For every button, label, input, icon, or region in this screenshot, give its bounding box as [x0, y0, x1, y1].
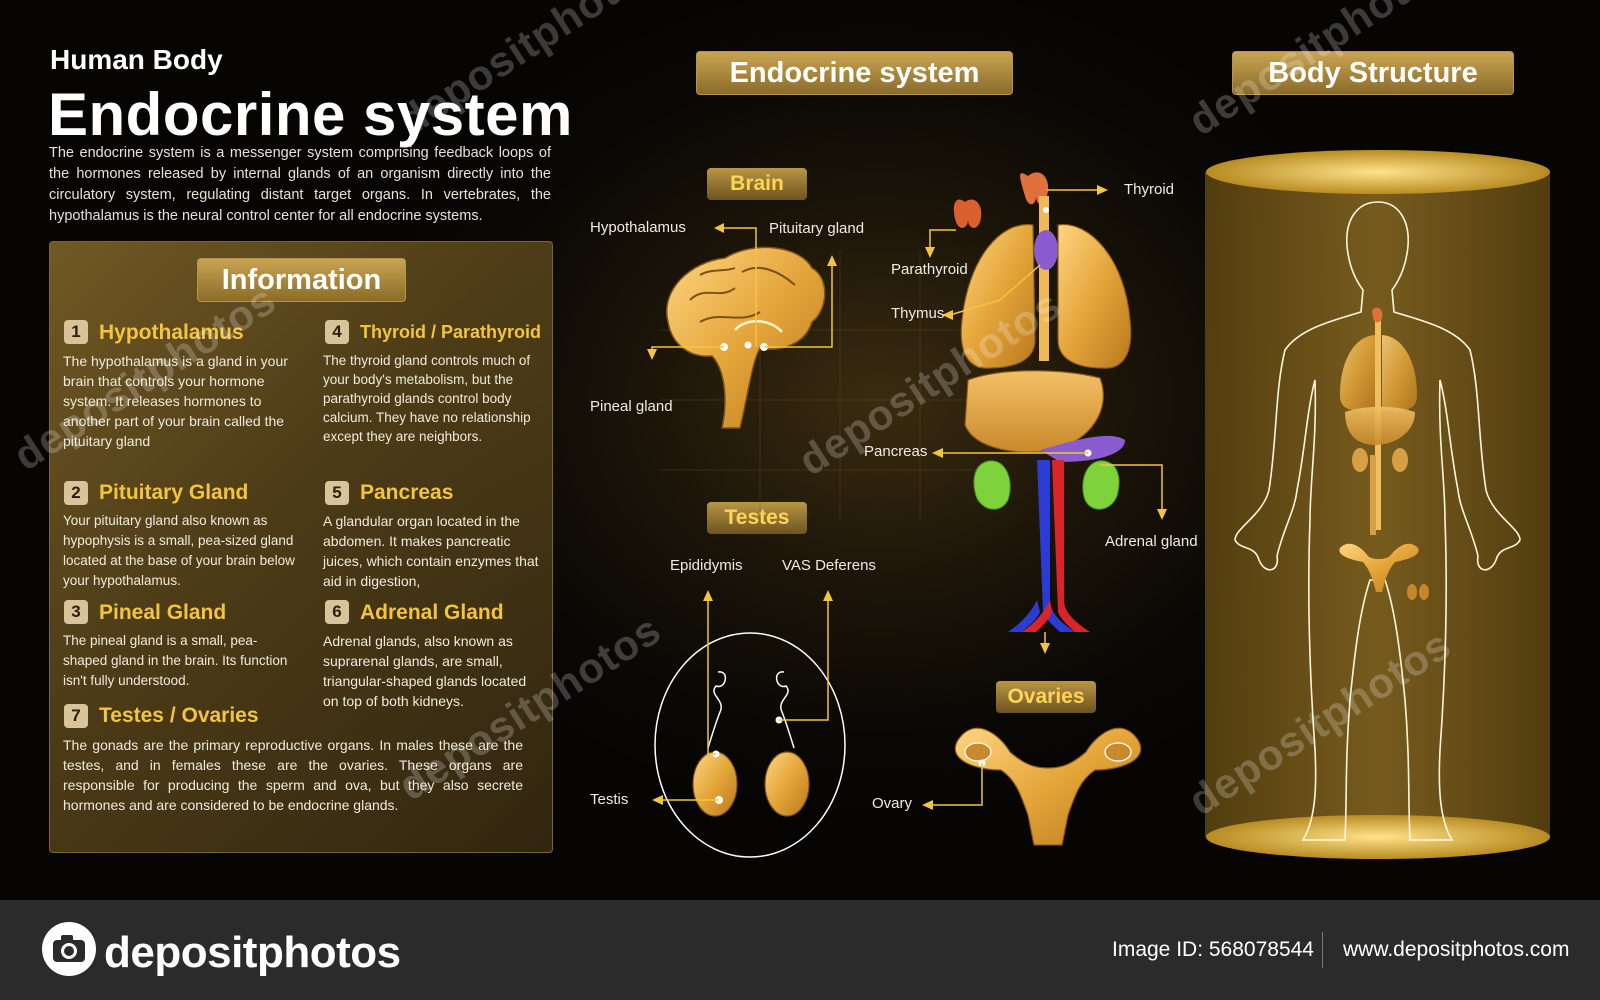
item-title-gonads: Testes / Ovaries [99, 704, 259, 727]
page-subtitle: Human Body [50, 44, 223, 75]
footer-brand: depositphotos [104, 928, 401, 977]
label-pineal-gland: Pineal gland [590, 398, 673, 415]
item-text-pituitary: Your pituitary gland also known as hypop… [63, 513, 295, 588]
information-heading: Information [197, 258, 406, 302]
item-title-adrenal: Adrenal Gland [360, 601, 504, 624]
testes-illustration [654, 632, 846, 858]
label-ovary: Ovary [872, 795, 913, 812]
ovaries-heading: Ovaries [996, 681, 1096, 713]
testes-heading: Testes [707, 502, 807, 534]
label-thyroid: Thyroid [1124, 181, 1175, 198]
label-pituitary-gland: Pituitary gland [769, 220, 865, 237]
footer-image-id: Image ID: 568078544 [1112, 938, 1314, 961]
item-title-pituitary: Pituitary Gland [99, 481, 249, 504]
item-title-hypothalamus: Hypothalamus [99, 321, 244, 344]
item-number: 1 [64, 320, 88, 344]
item-number: 6 [325, 600, 349, 624]
brain-illustration [665, 246, 826, 429]
label-epididymis: Epididymis [670, 557, 743, 574]
footer-separator [1322, 932, 1323, 968]
page-title: Endocrine system [48, 81, 573, 148]
torso-organs-illustration [953, 172, 1132, 632]
item-number: 3 [64, 600, 88, 624]
intro-paragraph: The endocrine system is a messenger syst… [49, 145, 551, 224]
body-organs-miniature [1339, 307, 1429, 600]
item-title-pancreas: Pancreas [360, 481, 454, 504]
label-pancreas: Pancreas [864, 443, 928, 460]
label-thymus: Thymus [891, 305, 945, 322]
item-number: 7 [64, 704, 88, 728]
label-testis: Testis [590, 791, 629, 808]
anatomy-diagram [647, 150, 1550, 859]
label-vas-deferens: VAS Deferens [782, 557, 876, 574]
body-structure-heading: Body Structure [1232, 51, 1514, 95]
endocrine-system-heading: Endocrine system [696, 51, 1013, 95]
item-text-gonads: The gonads are the primary reproductive … [63, 737, 523, 813]
label-adrenal-gland: Adrenal gland [1105, 533, 1198, 550]
footer-bar [0, 900, 1600, 1000]
camera-icon [42, 922, 96, 976]
brain-heading: Brain [707, 168, 807, 200]
footer-url[interactable]: www.depositphotos.com [1343, 938, 1570, 961]
item-text-hypothalamus: The hypothalamus is a gland in your brai… [63, 353, 288, 449]
item-text-pancreas: A glandular organ located in the abdomen… [323, 513, 539, 589]
label-hypothalamus: Hypothalamus [590, 219, 686, 236]
item-text-pineal: The pineal gland is a small, pea-shaped … [63, 633, 288, 688]
infographic-poster: Human Body Endocrine system The endocrin… [0, 0, 1600, 900]
item-title-thyroid: Thyroid / Parathyroid [360, 322, 542, 342]
label-parathyroid: Parathyroid [891, 261, 968, 278]
background-grid [660, 250, 1000, 520]
item-text-adrenal: Adrenal glands, also known as suprarenal… [323, 633, 527, 709]
item-number: 4 [325, 320, 349, 344]
torso-leader-lines [929, 189, 1163, 646]
item-text-thyroid: The thyroid gland controls much of your … [323, 353, 531, 444]
testes-leader-lines [660, 598, 829, 801]
item-number: 2 [64, 481, 88, 505]
uterus-illustration [954, 727, 1142, 846]
ovary-leader-line [930, 763, 983, 806]
information-panel [49, 241, 553, 853]
item-number: 5 [325, 481, 349, 505]
item-title-pineal: Pineal Gland [99, 601, 227, 624]
